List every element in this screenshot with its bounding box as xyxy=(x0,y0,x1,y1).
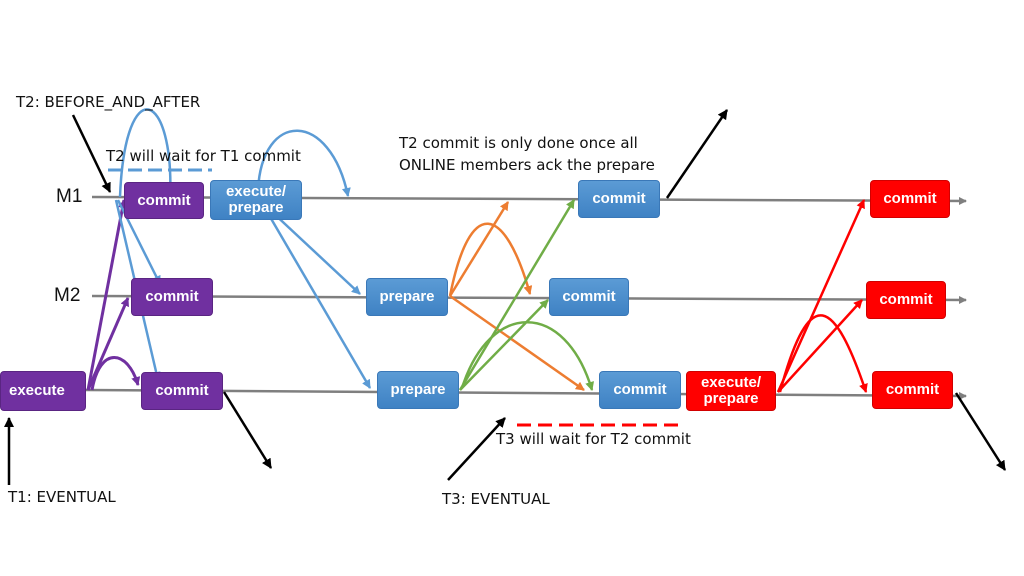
timeline-m2 xyxy=(91,294,967,304)
t3-to-m2 xyxy=(777,299,863,393)
t1-done-arrow xyxy=(222,391,273,469)
t2-prepare-to-m3 xyxy=(264,209,372,389)
m2-commit-t3: commit xyxy=(866,281,946,319)
t2-commit-note-line1: T2 commit is only done once all xyxy=(399,134,638,152)
ack-m2-to-m3 xyxy=(449,294,585,392)
m3-commit-t1: commit xyxy=(141,372,223,410)
m1-commit-t1: commit xyxy=(124,182,204,219)
ack-m3-to-m2 xyxy=(459,299,549,391)
m2-prepare-t2: prepare xyxy=(366,278,448,316)
t2-wait-note: T2 will wait for T1 commit xyxy=(106,147,301,165)
m2-commit-t1: commit xyxy=(131,278,213,316)
ack-m3-to-m3 xyxy=(460,321,595,391)
m3-execute-prepare-t3: execute/ prepare xyxy=(686,371,776,411)
ack-m2-to-m1 xyxy=(448,201,510,297)
m1-commit-t3: commit xyxy=(870,180,950,218)
t2-consistency-label: T2: BEFORE_AND_AFTER xyxy=(16,93,201,111)
t3-done-arrow xyxy=(954,392,1007,471)
timeline-m3 xyxy=(85,388,967,400)
ack-m3-to-m1 xyxy=(458,199,576,391)
m3-commit-t2: commit xyxy=(599,371,681,409)
t2-self-loop xyxy=(256,129,351,197)
t3-self-loop xyxy=(778,314,868,393)
t3-consistency-label: T3: EVENTUAL xyxy=(442,490,550,508)
t1-consistency-label: T1: EVENTUAL xyxy=(8,488,116,506)
member-label-m1: M1 xyxy=(56,186,83,207)
t2-done-arrow xyxy=(665,109,729,199)
m2-commit-t2: commit xyxy=(549,278,629,316)
t2-prepare-to-m2 xyxy=(269,209,361,295)
m3-prepare-t2: prepare xyxy=(377,371,459,409)
t2-wait-loop xyxy=(118,108,175,201)
t3-to-m1 xyxy=(776,199,866,393)
t2-commit-note-line2: ONLINE members ack the prepare xyxy=(399,156,655,174)
m3-commit-t3: commit xyxy=(872,371,953,409)
m1-commit-t2: commit xyxy=(578,180,660,218)
t1-arrow-to-m3 xyxy=(90,356,141,391)
t3-wait-note: T3 will wait for T2 commit xyxy=(496,430,691,448)
t3-pointer-arrow xyxy=(447,417,506,481)
m3-execute-t1: execute xyxy=(0,371,86,411)
member-label-m2: M2 xyxy=(54,285,81,306)
t1-arrow-to-m1 xyxy=(86,199,127,391)
m1-execute-prepare-t2: execute/ prepare xyxy=(210,180,302,220)
ack-m2-to-m2 xyxy=(448,222,533,297)
t2-pointer-arrow xyxy=(71,114,112,193)
